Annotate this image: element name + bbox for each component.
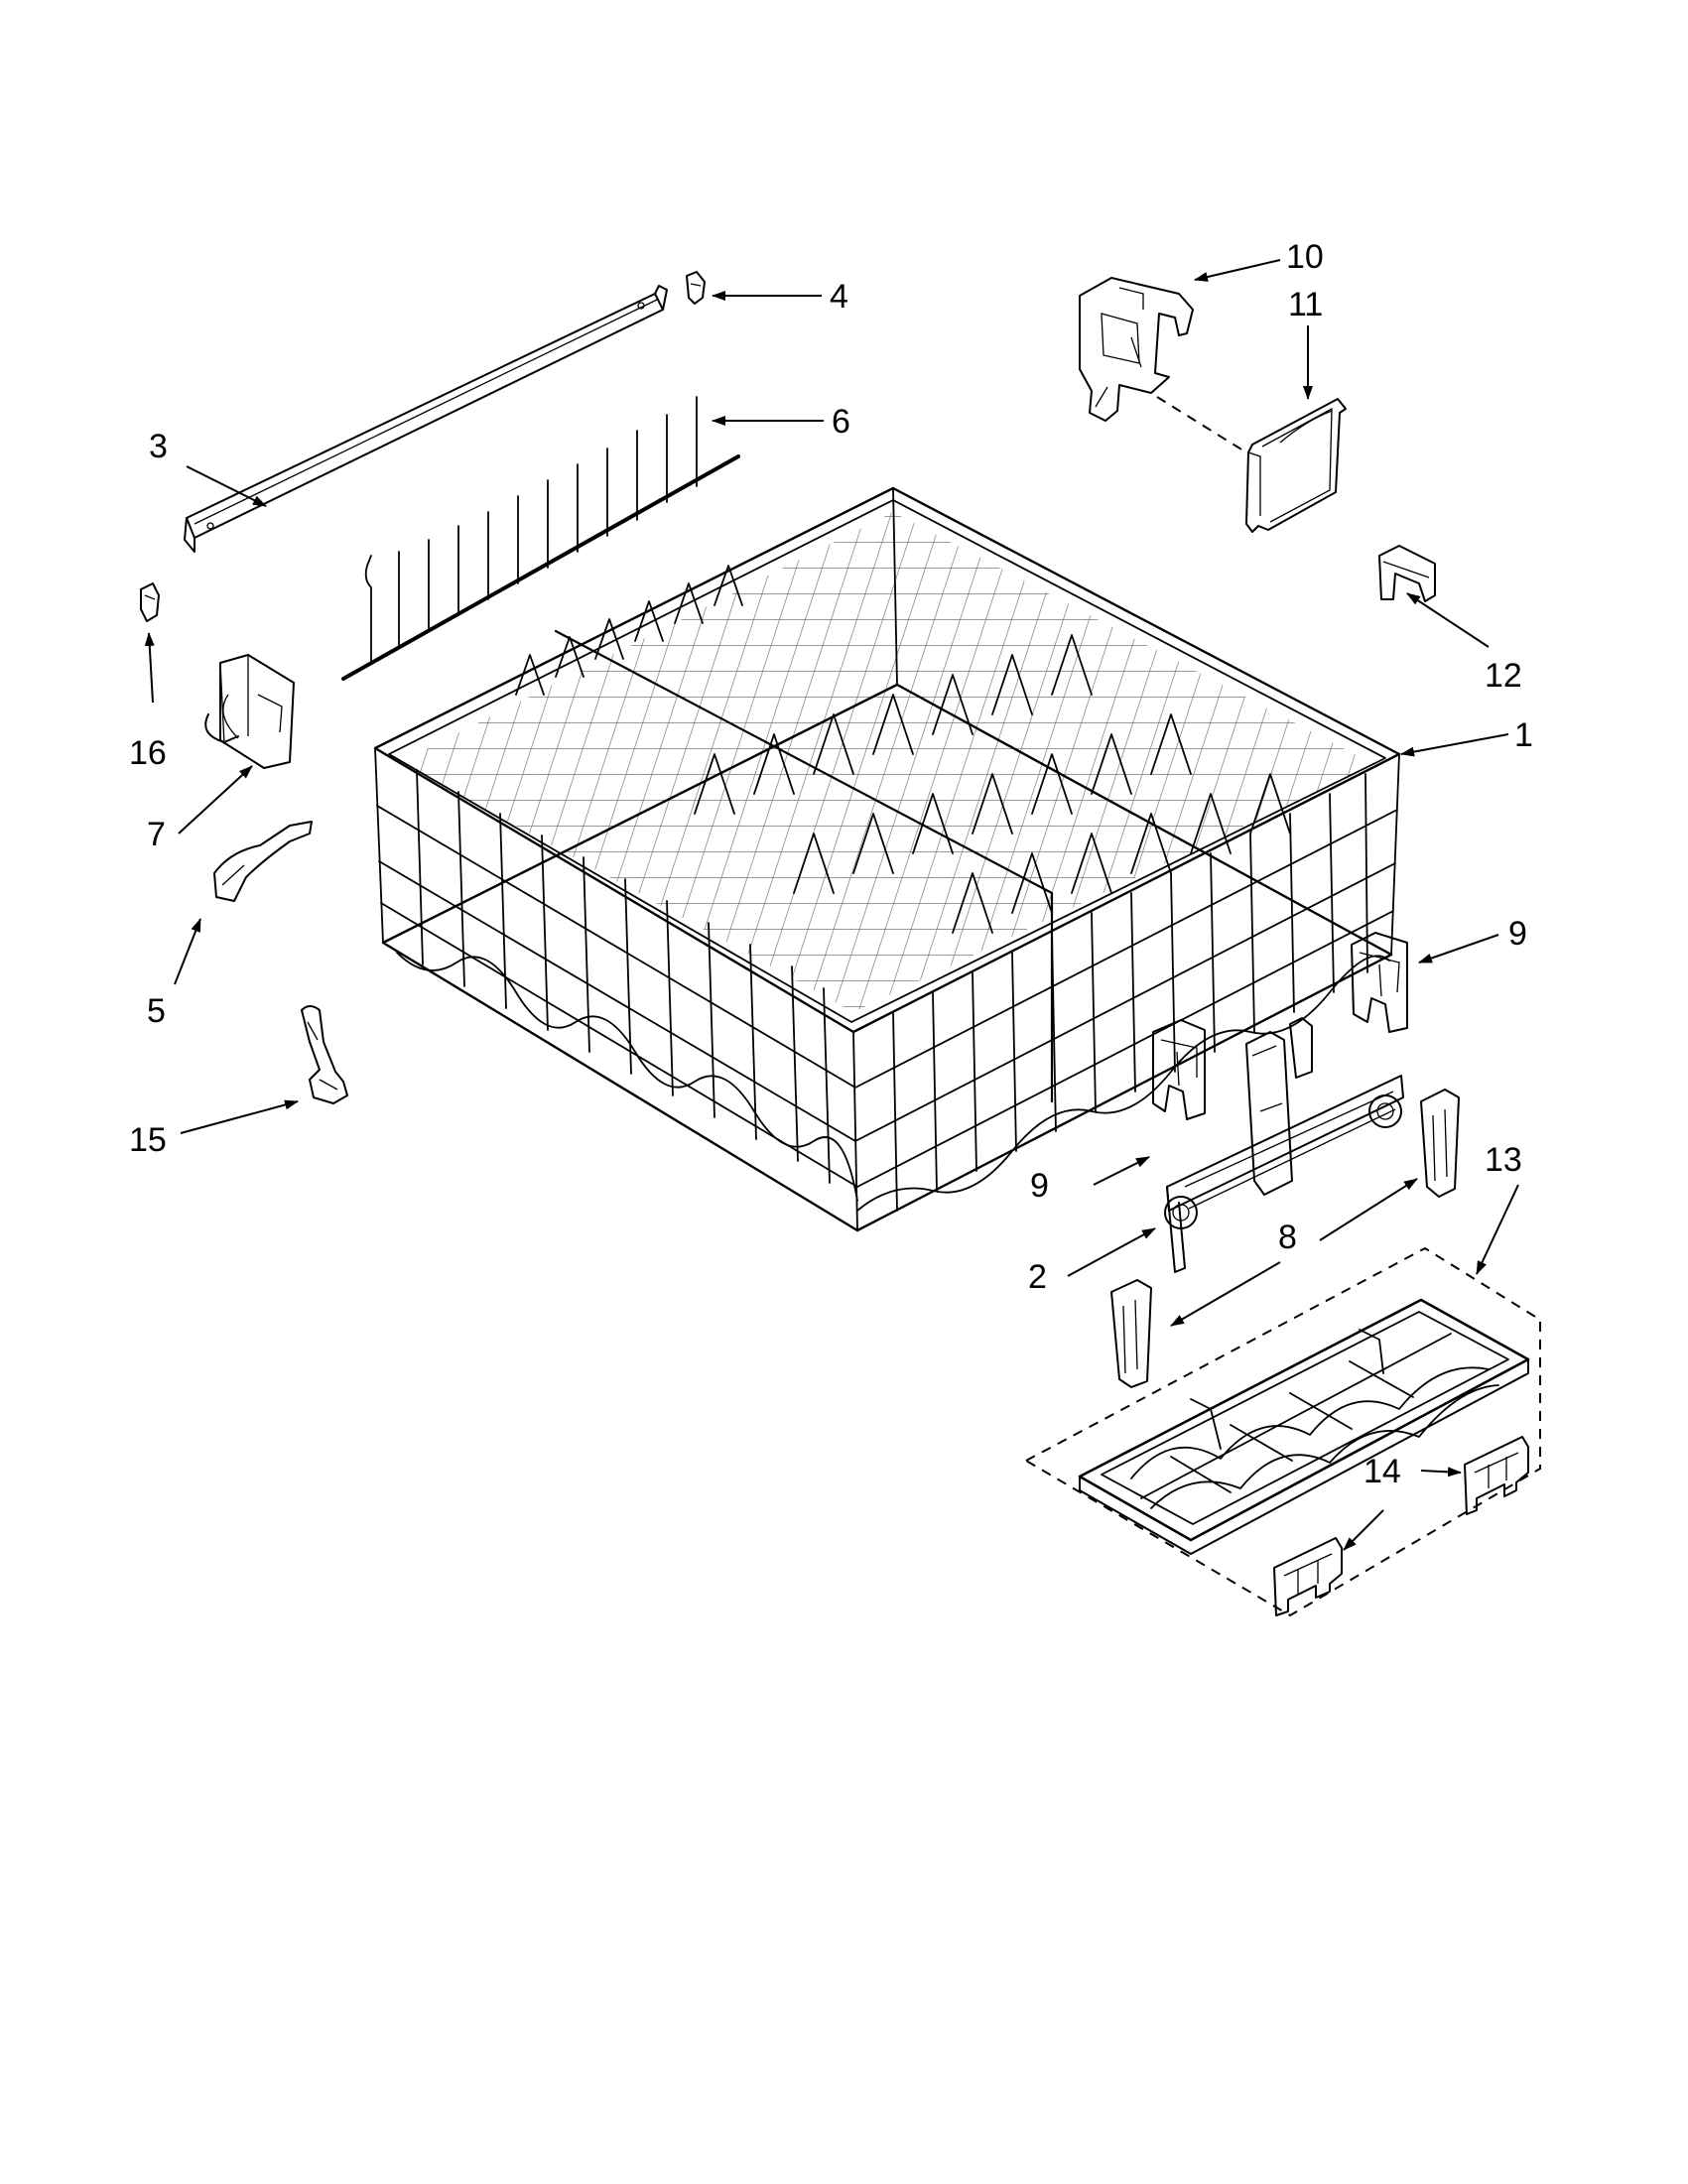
part-6-tine-row [341,396,740,681]
callout-14: 14 [1363,1453,1401,1490]
callout-7: 7 [147,816,166,853]
callout-15: 15 [129,1121,167,1159]
part-9-clip-upper [1351,932,1408,1033]
part-13-tray [1078,1298,1530,1555]
part-1-upper-rack [373,486,1401,1232]
part-4-clip [686,271,706,305]
part-9-clip-lower [1152,1019,1206,1120]
part-7-bracket [204,654,295,769]
callout-9-upper: 9 [1508,915,1527,953]
callout-13: 13 [1485,1141,1522,1179]
callout-8: 8 [1278,1219,1297,1256]
callout-4: 4 [830,278,848,316]
part-10-adjuster-housing [1079,277,1194,422]
part-8-leg-left [1110,1279,1152,1388]
callout-2: 2 [1028,1258,1047,1296]
callout-16: 16 [129,734,167,772]
callout-11: 11 [1288,286,1323,323]
part-14-clip-lower [1273,1537,1343,1616]
callout-6: 6 [832,403,850,441]
assembly-box-13-14 [1023,1246,1541,1617]
part-14-clip-right [1464,1436,1529,1515]
part-3-rail [184,285,668,553]
part-12-clip [1378,545,1436,602]
callout-9-lower: 9 [1030,1167,1049,1205]
part-5-arm [213,821,313,902]
leader-lines [144,259,1519,1551]
part-11-insert [1245,398,1347,533]
part-15-link [301,1005,348,1104]
part-2-adjuster-assembly [1164,1017,1404,1273]
assembly-line-10-11 [1156,396,1247,453]
callout-1: 1 [1514,716,1533,754]
callout-10: 10 [1286,238,1324,276]
part-8-leg-right [1420,1089,1460,1198]
callout-5: 5 [147,992,166,1030]
callout-labels: 3 4 6 10 11 12 1 9 9 2 8 13 14 16 7 5 15 [129,238,1533,1490]
callout-12: 12 [1485,657,1522,695]
callout-3: 3 [149,428,168,465]
part-16-cap [140,582,160,622]
